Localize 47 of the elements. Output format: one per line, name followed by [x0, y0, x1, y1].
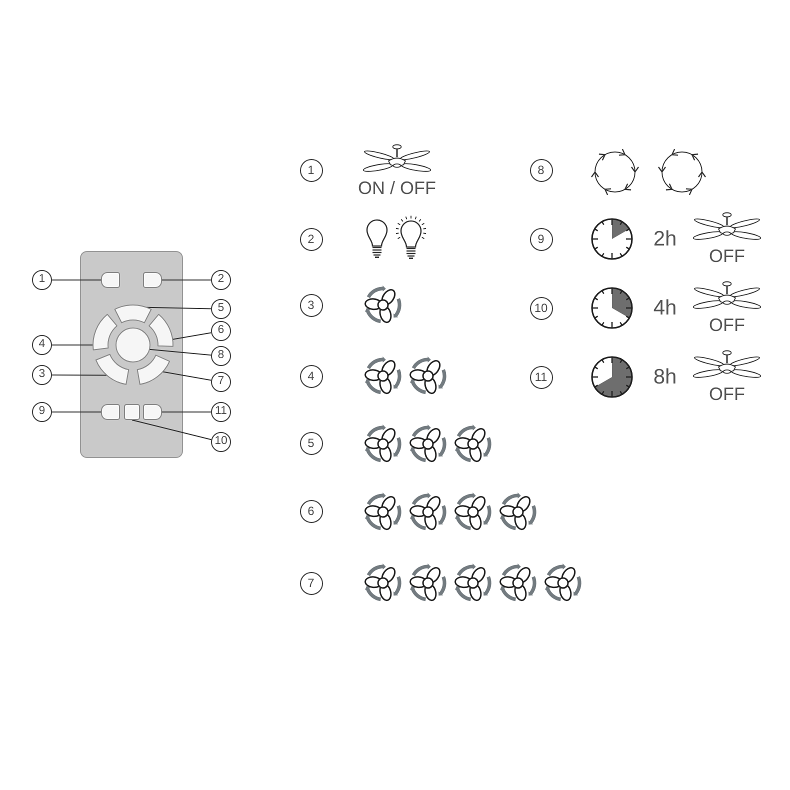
callout-number: 7 [211, 372, 231, 392]
leader-line [52, 344, 94, 346]
timer-duration: 8h [653, 366, 677, 388]
callout-number: 11 [211, 402, 231, 422]
callout-number: 4 [32, 335, 52, 355]
status-label: OFF [709, 247, 745, 265]
status-label: OFF [709, 316, 745, 334]
remote-button [101, 404, 120, 420]
remote-control [80, 251, 183, 458]
callout-number: 5 [300, 432, 322, 454]
callout-number: 1 [32, 270, 52, 290]
leader-line [172, 332, 212, 340]
callout-number: 3 [300, 294, 322, 316]
callout-number: 6 [300, 500, 322, 522]
callout-number: 9 [530, 228, 552, 250]
callout-number: 11 [530, 366, 552, 388]
callout-number: 9 [32, 402, 52, 422]
status-label: OFF [709, 385, 745, 403]
leader-line [146, 306, 212, 310]
remote-button [143, 404, 162, 420]
arc-button [92, 313, 119, 352]
callout-number: 4 [300, 364, 322, 388]
callout-number: 5 [211, 299, 231, 319]
callout-number: 1 [300, 158, 322, 182]
callout-number: 2 [211, 270, 231, 290]
callout-number: 6 [211, 321, 231, 341]
callout-number: 8 [211, 346, 231, 366]
remote-button [143, 272, 162, 288]
arc-button [94, 353, 130, 387]
leader-line [52, 374, 108, 376]
leader-line [162, 371, 212, 381]
timer-duration: 4h [653, 298, 677, 318]
remote-button [124, 404, 140, 420]
arc-button [113, 304, 153, 325]
timer-duration: 2h [653, 228, 677, 250]
callout-number: 10 [211, 432, 231, 452]
round-button [115, 327, 151, 363]
leader-line [132, 420, 212, 440]
arc-button [136, 354, 172, 387]
callout-number: 2 [300, 228, 322, 250]
callout-number: 7 [300, 572, 322, 594]
function-label: ON / OFF [358, 179, 436, 197]
callout-number: 10 [530, 296, 552, 320]
remote-button [101, 272, 120, 288]
arc-button [148, 313, 175, 349]
callout-number: 8 [530, 158, 552, 182]
callout-number: 3 [32, 365, 52, 385]
